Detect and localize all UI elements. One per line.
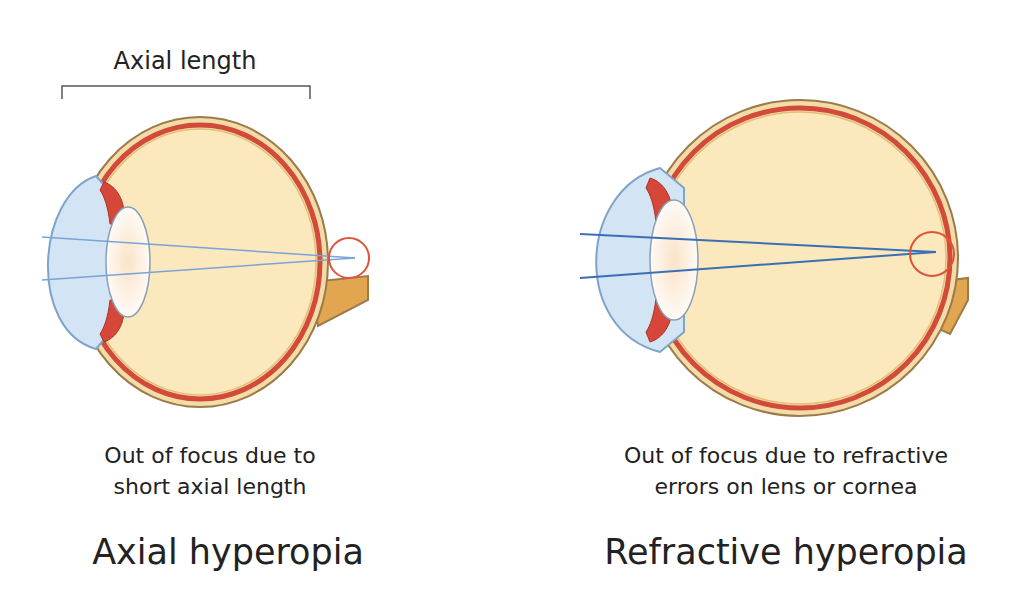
figure-title: Refractive hyperopia xyxy=(604,530,968,574)
lens xyxy=(106,207,150,317)
figure-title: Axial hyperopia xyxy=(92,530,364,574)
light-ray xyxy=(42,237,355,258)
light-ray xyxy=(580,234,936,252)
cornea xyxy=(48,176,112,349)
lens xyxy=(650,200,698,320)
choroid xyxy=(80,125,320,399)
caption-text: Out of focus due to refractive errors on… xyxy=(571,440,1001,502)
light-ray xyxy=(42,258,355,280)
light-ray xyxy=(580,252,936,278)
sclera xyxy=(642,100,958,416)
caption-text: Out of focus due to short axial length xyxy=(65,440,355,502)
axial-eye xyxy=(42,117,369,407)
axial-length-bracket xyxy=(62,86,310,99)
choroid xyxy=(650,108,950,408)
dimension-label: Axial length xyxy=(114,46,257,76)
refractive-eye xyxy=(580,100,968,416)
retina xyxy=(84,129,316,395)
focus-circle xyxy=(910,232,954,276)
focus-circle xyxy=(329,238,369,278)
